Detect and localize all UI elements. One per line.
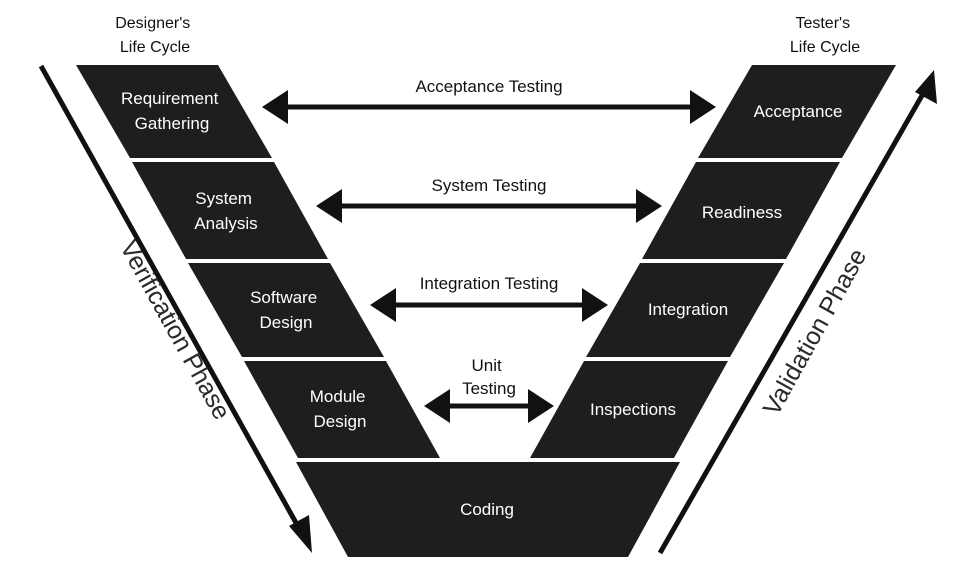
right-stage-label: Acceptance xyxy=(754,102,843,121)
right-stage-acceptance: Acceptance xyxy=(698,65,896,158)
right-stage-readiness: Readiness xyxy=(642,162,840,259)
right-stage-inspections: Inspections xyxy=(530,361,728,458)
right-stage-integration: Integration xyxy=(586,263,784,357)
link-system-testing: System Testing xyxy=(316,176,662,223)
link-acceptance-testing: Acceptance Testing xyxy=(262,77,716,124)
integration-testing-label: Integration Testing xyxy=(420,274,559,293)
system-testing-label: System Testing xyxy=(432,176,547,195)
unit-testing-label: Unit Testing xyxy=(462,356,516,398)
left-stage-software-design: Software Design xyxy=(188,263,384,357)
acceptance-testing-label: Acceptance Testing xyxy=(415,77,562,96)
left-stage-requirement-gathering: Requirement Gathering xyxy=(76,65,272,158)
left-stage-label: System Analysis xyxy=(194,189,257,233)
coding-label: Coding xyxy=(460,500,514,519)
left-stage-system-analysis: System Analysis xyxy=(132,162,328,259)
left-stage-label: Module Design xyxy=(310,387,371,431)
right-stage-label: Integration xyxy=(648,300,728,319)
validation-phase-arrow xyxy=(657,70,937,555)
verification-phase-arrow xyxy=(38,64,312,553)
right-stage-label: Readiness xyxy=(702,203,782,222)
bottom-stage-coding: Coding xyxy=(296,462,680,557)
tester-life-cycle-header: Tester's Life Cycle xyxy=(790,15,860,56)
link-integration-testing: Integration Testing xyxy=(370,274,608,322)
designer-header-line-1: Designer's xyxy=(115,15,190,32)
left-stage-label: Requirement Gathering xyxy=(121,89,223,133)
tester-header-line-2: Life Cycle xyxy=(790,39,860,56)
left-stage-module-design: Module Design xyxy=(244,361,440,458)
right-stage-label: Inspections xyxy=(590,400,676,419)
designer-header-line-2: Life Cycle xyxy=(120,39,190,56)
tester-header-line-1: Tester's xyxy=(795,15,850,32)
link-unit-testing: Unit Testing xyxy=(424,356,554,423)
left-stage-label: Software Design xyxy=(250,288,322,332)
designer-life-cycle-header: Designer's Life Cycle xyxy=(115,15,195,56)
